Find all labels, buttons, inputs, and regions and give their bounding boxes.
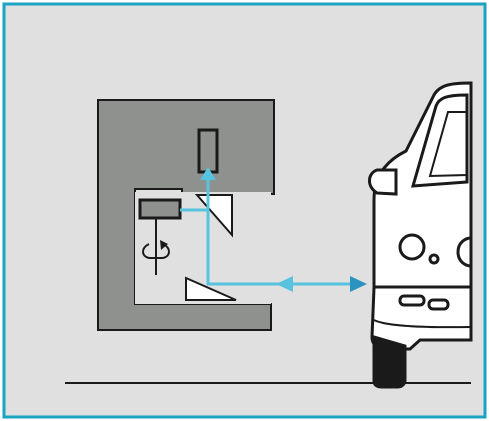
bumper-vent-left	[398, 294, 426, 307]
signal-path-horizontal	[206, 210, 294, 286]
c-frame-bracket	[97, 99, 275, 331]
upper-sensor-block	[197, 128, 219, 174]
headlight-large-icon	[398, 233, 426, 261]
headlight-right-icon	[456, 236, 473, 268]
front-wheel	[372, 335, 407, 389]
lower-mirror-icon	[185, 276, 237, 301]
upper-arrowhead-icon	[200, 167, 216, 180]
double-arrow-right-head	[350, 276, 367, 292]
rotation-arrowhead-icon	[160, 240, 168, 250]
upper-mirror-icon	[194, 194, 233, 238]
double-arrow-left-head	[276, 276, 293, 292]
car-windshield-detail	[428, 111, 468, 178]
headlight-small-icon	[428, 253, 440, 265]
car-side-mirror	[368, 168, 398, 196]
bumper-lower-line	[373, 319, 472, 329]
rotation-arrow-icon	[142, 243, 170, 259]
bumper-vent-right	[427, 298, 450, 311]
rotating-head-block	[138, 198, 182, 220]
car-front-view	[368, 81, 473, 389]
